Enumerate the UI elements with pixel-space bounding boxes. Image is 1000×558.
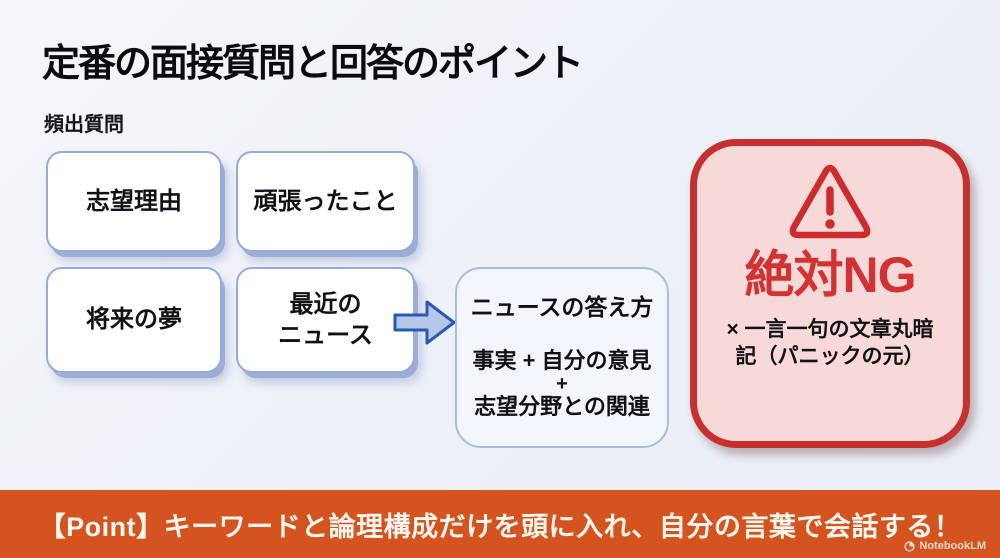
news-answer-formula: 事実 + 自分の意見 + 志望分野との関連 — [457, 348, 667, 420]
ng-heading: 絶対NG — [744, 247, 917, 303]
ng-warning-card: 絶対NG × 一言一句の文章丸暗 記（パニックの元） — [690, 139, 970, 448]
warning-triangle-icon — [789, 164, 871, 239]
page-title: 定番の面接質問と回答のポイント — [42, 43, 584, 85]
arrow-right-icon — [393, 300, 456, 345]
news-answer-card: ニュースの答え方 事実 + 自分の意見 + 志望分野との関連 — [455, 267, 669, 448]
news-answer-title: ニュースの答え方 — [470, 294, 654, 320]
question-card-label: 将来の夢 — [86, 306, 182, 334]
ng-body-text: × 一言一句の文章丸暗 記（パニックの元） — [726, 318, 934, 369]
question-card-label: 最近の ニュース — [278, 290, 373, 349]
news-formula-line1: 事実 + 自分の意見 — [472, 348, 652, 373]
footer-point-text: 【Point】キーワードと論理構成だけを頭に入れ、自分の言葉で会話する！ — [38, 511, 962, 542]
section-label: 頻出質問 — [44, 114, 124, 136]
question-card-ganbatta-koto: 頑張ったこと — [236, 151, 415, 252]
question-card-label: 頑張ったこと — [253, 187, 398, 215]
notebooklm-logo-icon — [904, 540, 915, 552]
watermark-label: NotebookLM — [919, 540, 986, 552]
question-card-shourai-no-yume: 将来の夢 — [46, 267, 222, 373]
news-formula-line2: 志望分野との関連 — [474, 394, 650, 420]
question-card-label: 志望理由 — [86, 187, 182, 215]
question-card-shibou-riyuu: 志望理由 — [46, 151, 222, 252]
news-formula-plus: + — [556, 373, 568, 396]
question-card-saikin-no-news: 最近の ニュース — [236, 267, 415, 373]
footer-point-bar: 【Point】キーワードと論理構成だけを頭に入れ、自分の言葉で会話する！ Not… — [0, 490, 1000, 558]
watermark: NotebookLM — [904, 540, 986, 552]
